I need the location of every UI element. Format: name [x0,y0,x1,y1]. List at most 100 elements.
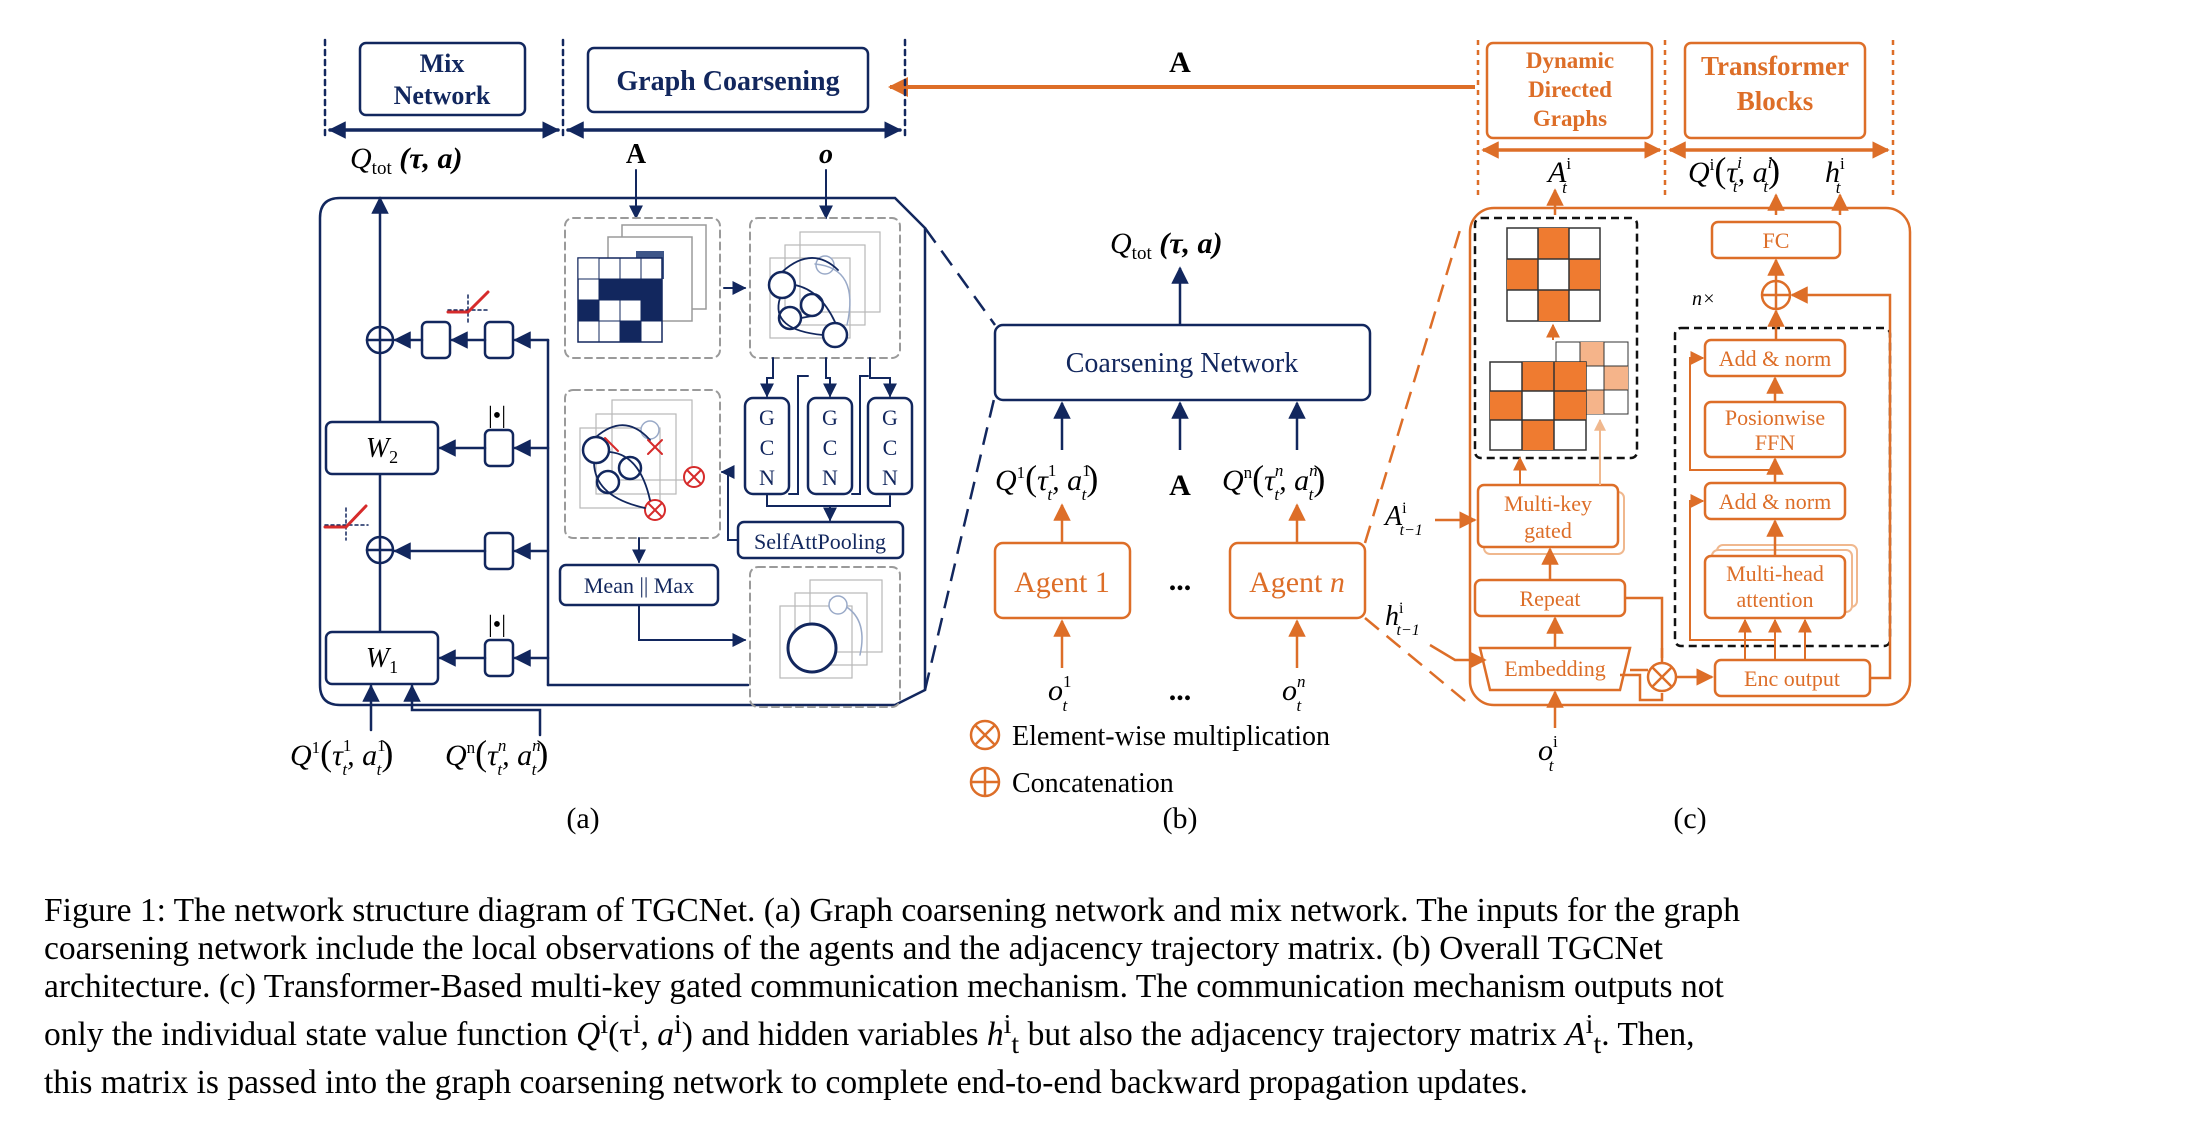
graph-coarsening-label: Graph Coarsening [616,66,839,97]
svg-text:attention: attention [1737,587,1814,612]
n-times-label: n× [1692,288,1716,310]
agent-n-label: Agent n [1249,566,1345,599]
graph-coarsening-header [586,46,870,114]
svg-text:gated: gated [1524,518,1572,543]
input-a-label: A [626,139,647,170]
caption-line: this matrix is passed into the graph coa… [44,1063,1528,1101]
hyper-box [420,320,452,360]
b-mid-a-label: A [1169,469,1191,502]
embedding-box [1478,646,1632,692]
svg-text:Dynamic: Dynamic [1526,48,1614,73]
svg-text:Multi-key: Multi-key [1504,491,1592,516]
caption-line: only the individual state value function… [44,1009,1695,1060]
svg-text:Transformer: Transformer [1701,51,1849,81]
panel-c: Dynamic Directed Graphs Transformer Bloc… [1383,40,1912,835]
svg-text:C: C [823,435,838,460]
communication-container [1468,206,1912,707]
top-arrow-label: A [1169,46,1191,79]
pooling-graph-box [564,389,721,539]
adjacency-matrix-icon [577,224,707,343]
hyper-box [483,428,515,468]
w2-box [324,420,440,476]
mix-network-header [358,41,527,117]
svg-text:FC: FC [1763,228,1790,253]
figure-caption: Figure 1: The network structure diagram … [44,892,2164,1102]
legend-concat-label: Concatenation [1012,768,1174,799]
multi-key-gated-box [1476,483,1620,549]
svg-text:Blocks: Blocks [1737,86,1814,116]
agent-dots: ... [1169,564,1192,597]
ddg-header [1485,41,1654,140]
panel-c-caption: (c) [1673,802,1706,835]
abs-label: |•| [488,403,506,429]
coarsened-graph-box [749,566,901,708]
gated-matrices [1489,341,1629,451]
coarsening-network-label: Coarsening Network [1066,348,1299,379]
graph-embedding-icon [767,231,881,349]
caption-line: architecture. (c) Transformer-Based mult… [44,968,1724,1005]
svg-text:W2: W2 [366,433,398,467]
svg-text:Add & norm: Add & norm [1719,346,1831,371]
agent-1-label: Agent 1 [1014,566,1110,599]
svg-text:Embedding: Embedding [1504,656,1605,681]
mean-max-label: Mean || Max [584,573,694,598]
svg-text:FFN: FFN [1755,430,1795,455]
transformer-blocks-header [1683,41,1867,140]
hyper-box [483,531,515,571]
input-o-label: o [819,139,833,170]
self-att-pooling-label: SelfAttPooling [754,529,886,554]
caption-line: Figure 1: The network structure diagram … [44,892,1740,929]
svg-text:Graphs: Graphs [1533,106,1607,131]
legend-mult-label: Element-wise multiplication [1012,721,1330,752]
svg-text:G: G [882,405,898,430]
b-q-tot-label: Qtot (τ, a) [1110,227,1223,264]
activation-icon [446,290,491,326]
svg-text:G: G [822,405,838,430]
coarsening-network-box [993,323,1372,402]
hyper-box [483,638,515,678]
svg-text:Posionwise: Posionwise [1725,405,1825,430]
svg-text:C: C [760,435,775,460]
obs-dots: ... [1169,674,1192,707]
tgcnet-diagram: A Mix Network Graph Coarsening Qtot (τ, … [290,38,1912,835]
w1-box [324,630,440,686]
pooling-graph-icon [579,399,705,521]
svg-text:Multi-head: Multi-head [1726,561,1824,586]
svg-text:Add & norm: Add & norm [1719,489,1831,514]
caption-line: coarsening network include the local obs… [44,930,1663,967]
dynamic-graph-box [1473,216,1639,460]
top-adjacency-arrow: A [888,46,1475,97]
fc-box [1710,220,1842,260]
gcn-box [806,396,854,496]
panel-a: Mix Network Graph Coarsening Qtot (τ, a)… [290,38,927,835]
mix-network-line2: Network [394,81,491,110]
svg-text:C: C [883,435,898,460]
coarsened-graph-icon [779,579,883,679]
svg-text:Enc output: Enc output [1744,666,1840,691]
agent-n-box [1228,541,1367,620]
q-tot-label: Qtot (τ, a) [350,142,463,179]
abs-label: |•| [488,612,506,638]
legend: Element-wise multiplication Concatenatio… [969,719,1330,799]
agent-1-box [993,541,1132,620]
panel-a-caption: (a) [566,802,599,835]
svg-text:W1: W1 [366,643,398,677]
svg-text:N: N [882,465,898,490]
gcn-stack: G C N G C N G C N [743,357,914,522]
gcn-box [866,396,914,496]
panel-b-caption: (b) [1163,802,1198,835]
svg-text:Repeat: Repeat [1519,586,1580,611]
svg-text:Directed: Directed [1528,77,1612,102]
svg-text:N: N [822,465,838,490]
